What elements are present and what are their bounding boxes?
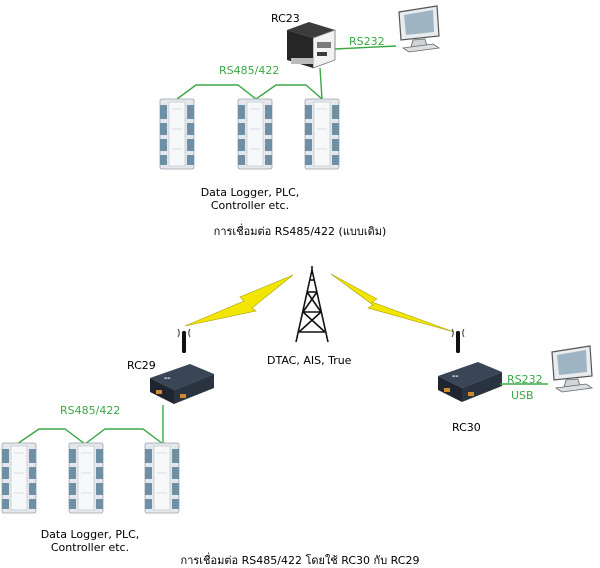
rc23-converter [287, 22, 336, 69]
rc23-label: RC23 [271, 12, 300, 25]
bottom-usb-label: USB [511, 389, 534, 402]
rc30-label: RC30 [452, 421, 481, 434]
network-label: DTAC, AIS, True [267, 354, 352, 367]
rc30-antenna-icon [451, 328, 465, 354]
top-rs485-label: RS485/422 [219, 64, 280, 77]
cell-tower-icon [295, 266, 329, 343]
top-monitor-icon [398, 5, 440, 53]
bottom-devices-caption-line1: Data Logger, PLC, [40, 528, 140, 541]
bottom-rs485-bus [16, 405, 164, 446]
bottom-monitor-icon [551, 345, 593, 393]
lightning-left-icon [184, 274, 294, 327]
bottom-caption: การเชื่อมต่อ RS485/422 โดยใช้ RC30 กับ R… [180, 554, 420, 567]
top-plc-module-2 [237, 98, 273, 170]
top-plc-module-3 [304, 98, 340, 170]
rc30-modem [438, 362, 502, 402]
bottom-rs232-label: RS232 [507, 373, 543, 386]
top-caption: การเชื่อมต่อ RS485/422 (แบบเดิม) [213, 225, 387, 238]
bottom-devices-caption-line2: Controller etc. [50, 541, 130, 554]
rc29-modem [150, 364, 214, 404]
lightning-right-icon [330, 273, 455, 333]
rc29-label: RC29 [127, 359, 156, 372]
bottom-plc-module-2 [68, 442, 104, 514]
bottom-rs485-label: RS485/422 [60, 404, 121, 417]
rc29-antenna-icon [177, 328, 191, 354]
top-rs232-link [334, 45, 397, 50]
top-rs485-bus [176, 67, 323, 101]
bottom-plc-module-1 [1, 442, 37, 514]
bottom-plc-module-3 [144, 442, 180, 514]
top-devices-caption-line1: Data Logger, PLC, [200, 186, 300, 199]
top-plc-module-1 [159, 98, 195, 170]
top-devices-caption-line2: Controller etc. [210, 199, 290, 212]
top-rs232-label: RS232 [349, 35, 385, 48]
